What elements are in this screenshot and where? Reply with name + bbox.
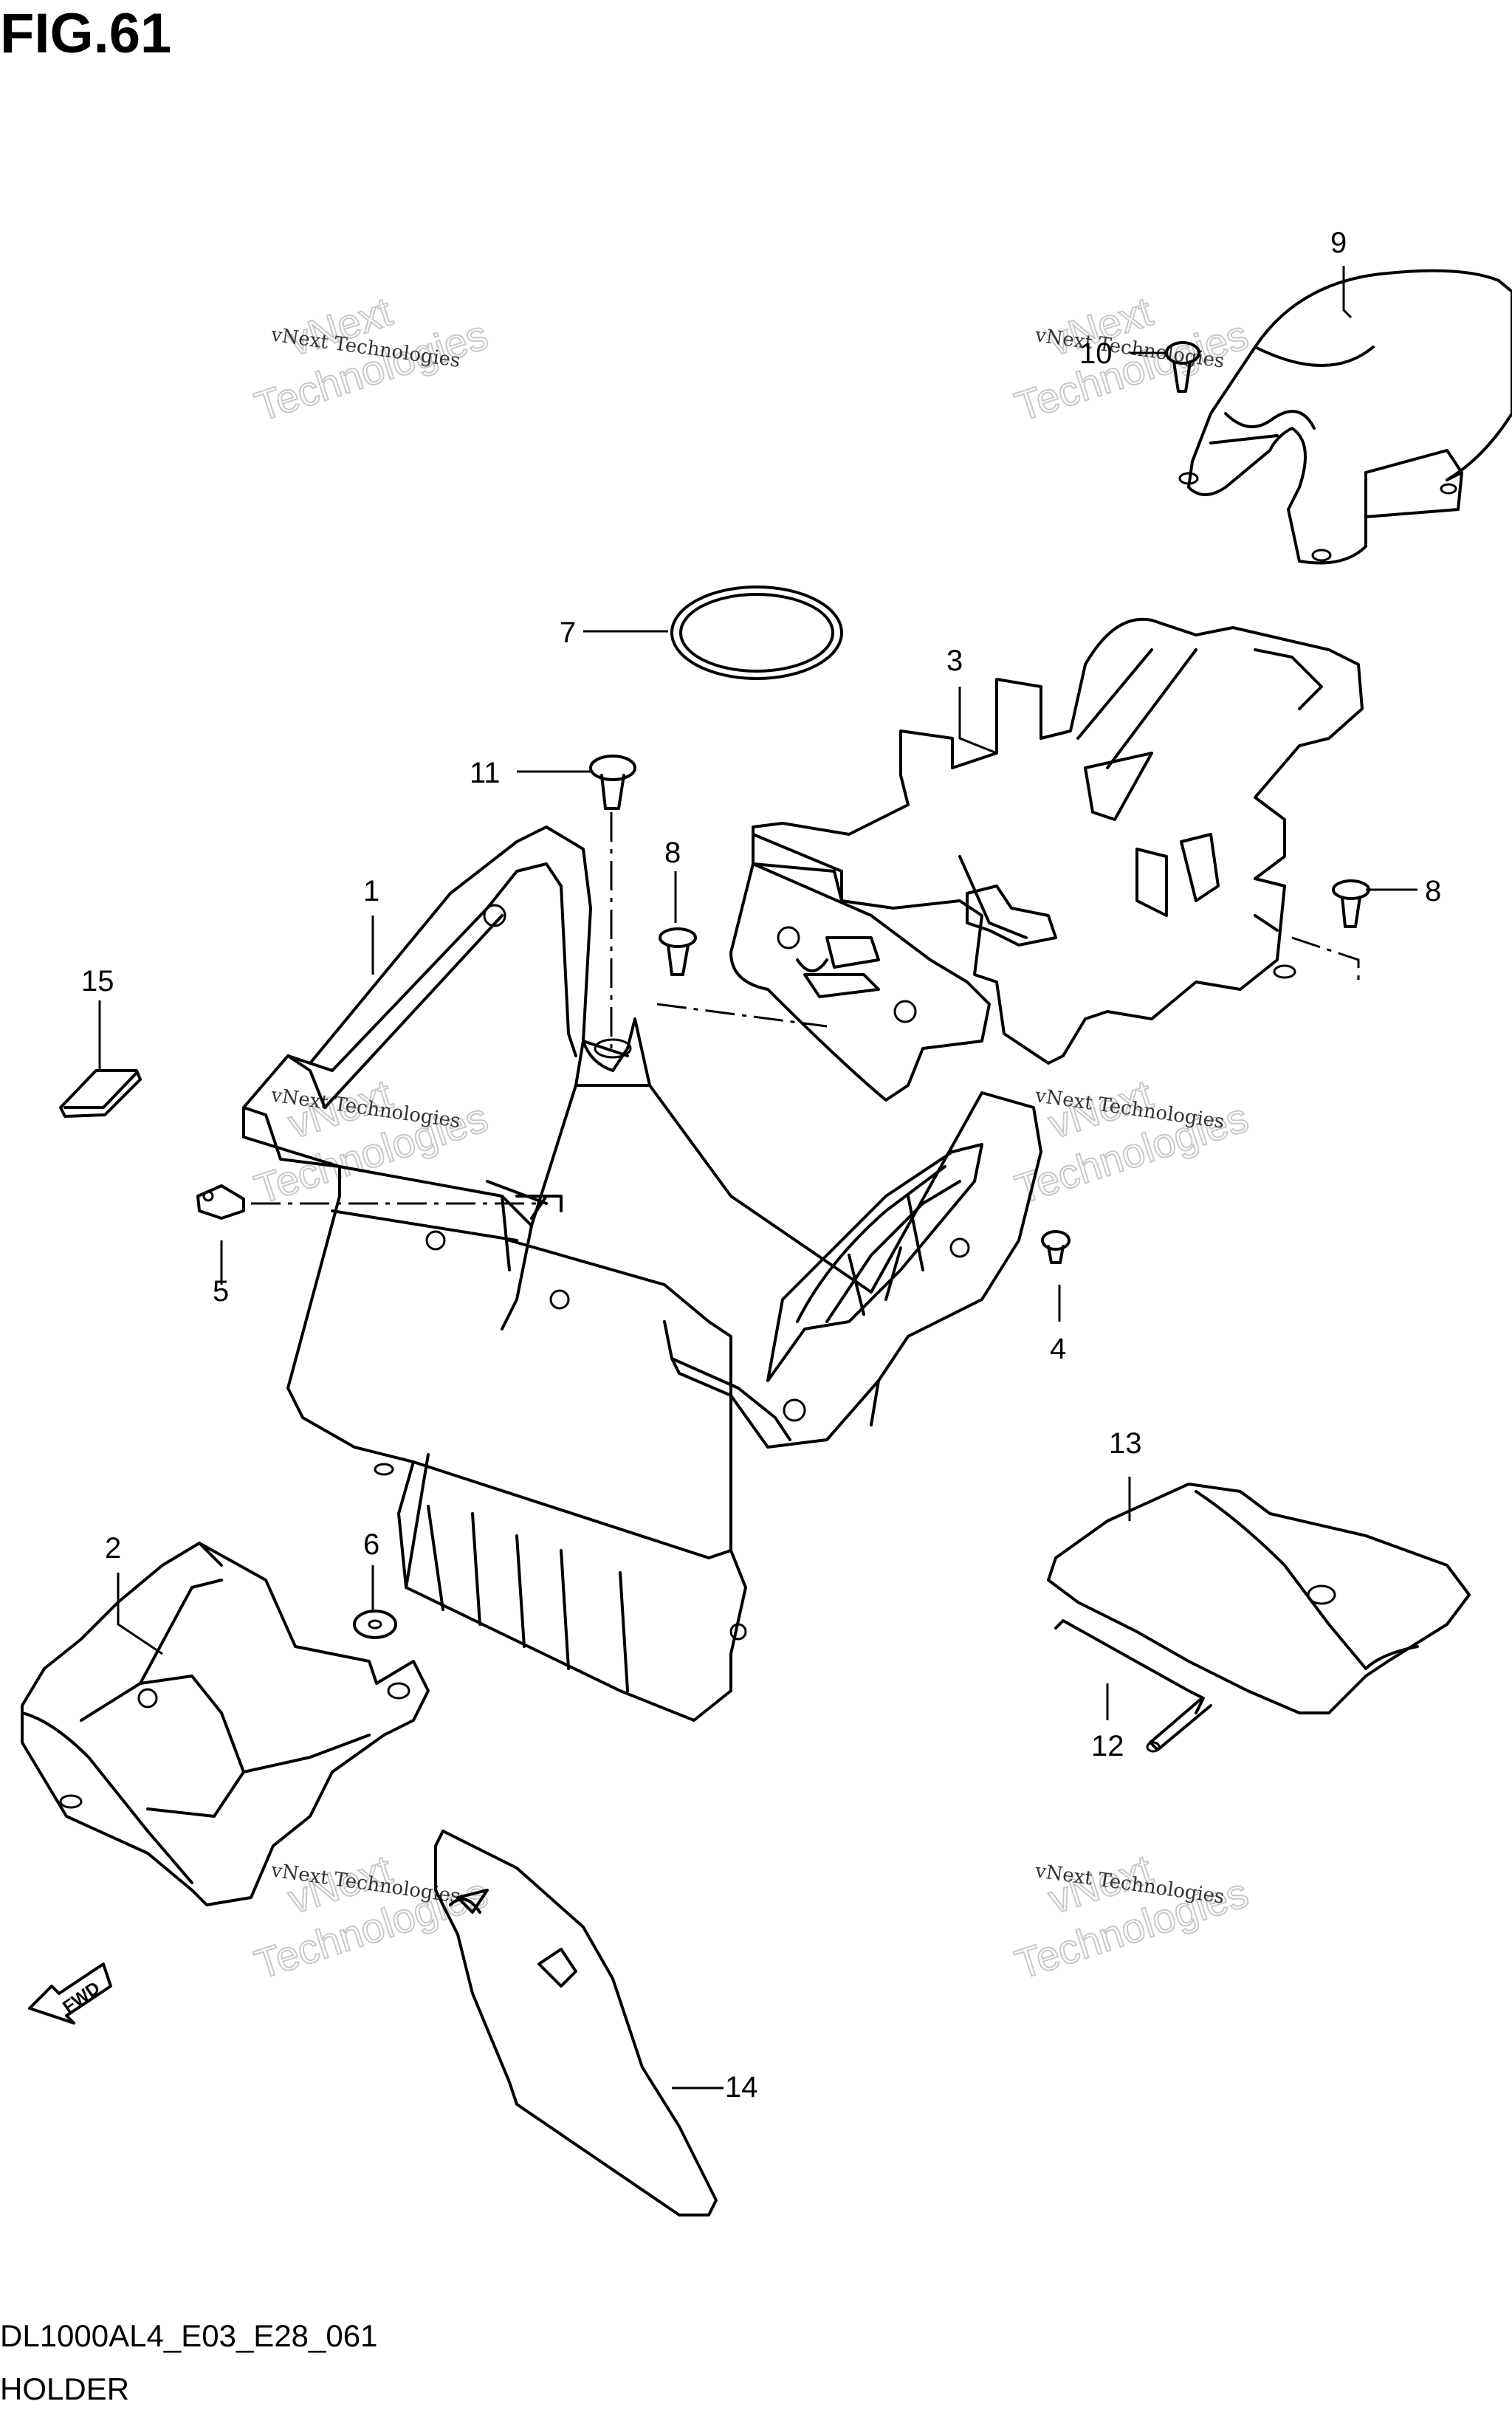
callout-5: 5 (213, 1275, 229, 1308)
callout-11: 11 (470, 757, 501, 789)
part-14-mud-flap (434, 1830, 718, 2216)
callout-6: 6 (363, 1528, 379, 1561)
part-6-washer (353, 1610, 397, 1639)
model-code: DL1000AL4_E03_E28_061 (0, 2318, 378, 2353)
callout-13: 13 (1109, 1427, 1142, 1460)
callout-8-right: 8 (1425, 875, 1441, 907)
figure-title: FIG.61 (0, 2, 172, 65)
leader-lines (98, 266, 1418, 2089)
callout-1: 1 (363, 875, 379, 907)
callout-10: 10 (1079, 337, 1113, 370)
part-1-holder (242, 825, 1042, 1722)
callout-12: 12 (1091, 1730, 1124, 1762)
part-4-screw (1041, 1230, 1071, 1264)
fwd-arrow-icon: FWD (28, 1962, 112, 2025)
part-11-bolt (589, 755, 636, 1056)
callout-15: 15 (81, 965, 114, 997)
callout-7: 7 (560, 617, 576, 649)
part-8-screw-right (1291, 879, 1370, 982)
callout-9: 9 (1330, 227, 1347, 259)
part-9-cover (1178, 269, 1512, 565)
svg-text:FWD: FWD (59, 1978, 103, 2017)
watermark-top-right: vNext Technologies vNext Technologies (1009, 287, 1254, 430)
watermark-bottom-right: vNext Technologies vNext Technologies (1009, 1845, 1254, 1988)
part-5-clip-nut (196, 1184, 539, 1220)
part-clamp-plate (729, 862, 991, 1102)
watermark-mid-left: vNext Technologies vNext Technologies (249, 1070, 494, 1213)
callout-4: 4 (1050, 1333, 1066, 1365)
part-3-bracket (752, 617, 1364, 1065)
part-13-cover (1047, 1483, 1471, 1714)
part-12-hex-key (1054, 1619, 1212, 1753)
part-8-screw-left (656, 927, 828, 1028)
part-15-pad (59, 1069, 142, 1118)
callout-3: 3 (946, 645, 963, 677)
part-10-screw (1165, 341, 1200, 393)
callout-numbers: 1 2 3 4 5 6 7 8 8 9 10 11 12 13 14 15 (81, 227, 1441, 2104)
section-name: HOLDER (0, 2372, 130, 2406)
watermark-mid-right: vNext Technologies vNext Technologies (1009, 1070, 1254, 1213)
watermark-bottom-left: vNext Technologies vNext Technologies (249, 1845, 494, 1988)
callout-8-left: 8 (664, 837, 681, 869)
part-7-o-ring (670, 585, 843, 680)
callout-2: 2 (105, 1532, 121, 1565)
callout-14: 14 (725, 2071, 758, 2104)
watermark-top-left: vNext Technologies vNext Technologies (249, 287, 494, 430)
